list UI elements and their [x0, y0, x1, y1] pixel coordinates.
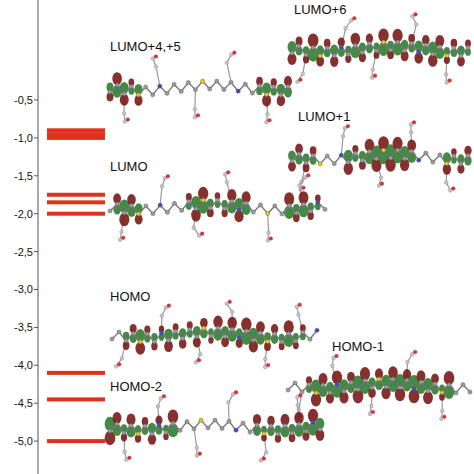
- energy-level: [47, 439, 105, 443]
- axis-tick-label: -3,5: [14, 321, 33, 333]
- energy-level: [47, 128, 105, 132]
- orbital-label: LUMO+4,+5: [108, 40, 183, 54]
- molecule-orbital: [108, 171, 327, 243]
- energy-level: [47, 371, 105, 375]
- axis-tick-label: -3,0: [14, 283, 33, 295]
- axis-tick: [34, 213, 38, 214]
- energy-level: [47, 212, 105, 216]
- energy-level: [47, 132, 105, 136]
- axis-tick: [34, 289, 38, 290]
- axis-tick: [34, 441, 38, 442]
- axis-tick-label: -0,5: [14, 94, 33, 106]
- molecule-orbital: [105, 391, 325, 463]
- axis-tick: [34, 327, 38, 328]
- axis-tick: [34, 365, 38, 366]
- molecule-orbital: [288, 121, 472, 193]
- orbital-label: LUMO+1: [296, 110, 352, 124]
- energy-level: [47, 193, 105, 197]
- axis-tick-label: -1,5: [14, 170, 33, 182]
- energy-level: [47, 136, 105, 140]
- axis-tick-label: -1,0: [14, 132, 33, 144]
- axis-tick: [34, 175, 38, 176]
- orbital-label: HOMO-1: [330, 340, 386, 354]
- energy-level: [47, 397, 105, 401]
- orbital-label: HOMO: [108, 290, 152, 304]
- orbital-label: LUMO: [108, 160, 150, 174]
- orbital-label: HOMO-2: [108, 380, 164, 394]
- axis-tick: [34, 137, 38, 138]
- axis-tick: [34, 251, 38, 252]
- axis-tick-label: -4,0: [14, 359, 33, 371]
- molecule-orbital: [110, 300, 319, 369]
- molecule-orbital: [107, 51, 292, 124]
- axis-tick-label: -5,0: [14, 435, 33, 447]
- axis-tick-label: -4,5: [14, 397, 33, 409]
- axis-tick: [34, 403, 38, 404]
- axis-tick: [34, 100, 38, 101]
- axis-tick-label: -2,5: [14, 246, 33, 258]
- axis-tick-label: -2,0: [14, 208, 33, 220]
- orbital-label: LUMO+6: [292, 3, 348, 17]
- molecule-orbital: [287, 13, 470, 85]
- energy-level: [47, 200, 105, 204]
